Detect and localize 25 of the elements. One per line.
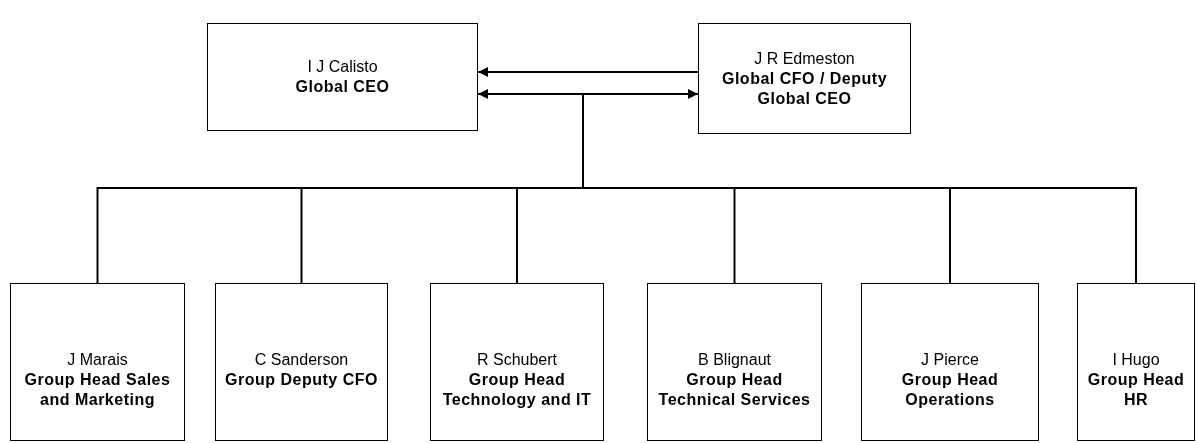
role-title: Group Deputy CFO xyxy=(225,370,378,390)
role-box xyxy=(10,283,185,441)
role-box xyxy=(430,283,604,441)
person-name: B Blignaut xyxy=(698,350,771,370)
role-title: Group Head Sales and Marketing xyxy=(23,370,172,410)
role-box xyxy=(861,283,1039,441)
person-name: R Schubert xyxy=(476,350,557,370)
role-box xyxy=(647,283,822,441)
role-box xyxy=(1077,283,1195,441)
role-box xyxy=(698,23,911,134)
role-title: Global CEO xyxy=(295,77,390,97)
role-box xyxy=(215,283,388,441)
person-name: J Pierce xyxy=(921,350,979,370)
role-title: Group Head Technical Services xyxy=(657,370,812,410)
person-name: J Marais xyxy=(67,350,128,370)
role-title: Group Head Operations xyxy=(900,370,1000,410)
person-name: J R Edmeston xyxy=(754,48,855,69)
person-name: I Hugo xyxy=(1112,350,1160,370)
person-name: C Sanderson xyxy=(254,350,349,370)
role-title: Group Head Technology and IT xyxy=(441,370,593,410)
role-box xyxy=(207,23,478,131)
role-title: Global CFO / Deputy Global CEO xyxy=(720,68,889,109)
arrow xyxy=(477,67,699,77)
person-name: I J Calisto xyxy=(307,57,378,77)
role-title: Group Head HR xyxy=(1086,370,1186,410)
